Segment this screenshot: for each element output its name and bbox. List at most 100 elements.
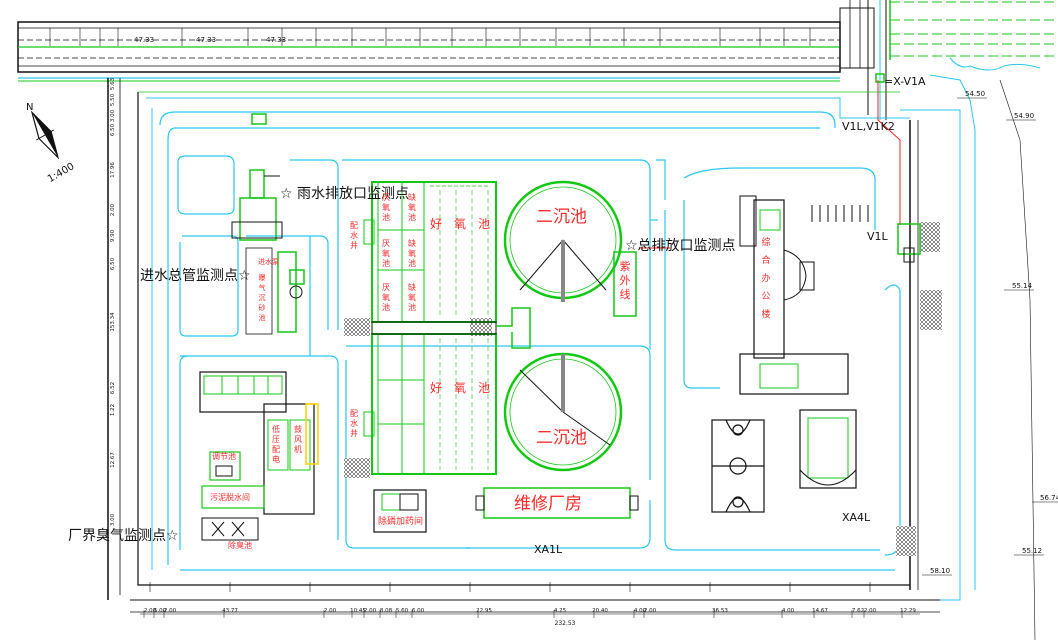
vlabel-grit-chamber-2: 沉 bbox=[259, 294, 266, 302]
monitor-point-inlet: 进水总管监测点☆ bbox=[140, 268, 251, 284]
dim-value: 8.08 bbox=[380, 608, 393, 614]
vlabel-grit-chamber-4: 池 bbox=[259, 313, 266, 322]
vlabel-blower-0: 鼓 bbox=[294, 424, 302, 434]
aerobic-tank-top-label: 好 氧 池 bbox=[430, 217, 490, 231]
road-station-2: 47.33 bbox=[266, 36, 286, 44]
secondary-clarifier-top bbox=[503, 180, 623, 302]
dim-value: 2.00 bbox=[164, 608, 177, 614]
vlabel-distribution-top-0: 配 bbox=[350, 221, 358, 230]
dim-value: 2.00 bbox=[364, 608, 377, 614]
left-dim-value: 3.00 bbox=[110, 109, 116, 122]
road-station-3: 47.33 bbox=[134, 36, 154, 44]
vlabel-distribution-top-1: 水 bbox=[350, 230, 358, 240]
elevation-value: 54.90 bbox=[1014, 112, 1034, 120]
vlabel-blower-1: 风 bbox=[294, 435, 302, 444]
vlabel-blower-2: 机 bbox=[294, 444, 302, 454]
external-pipes bbox=[839, 0, 1058, 640]
monitor-point-odor: 厂界臭气监测点☆ bbox=[68, 528, 179, 544]
valve-v1a-label: =X-V1A bbox=[884, 75, 926, 88]
sludge-pump-house bbox=[496, 307, 531, 349]
clarifier-bottom-label: 二沉池 bbox=[536, 428, 587, 448]
vlabel-transformer-0: 低 bbox=[272, 424, 280, 434]
left-dim-value: 1.22 bbox=[110, 404, 116, 416]
vlabel-anoxic-tl-2: 池 bbox=[408, 212, 416, 222]
elevation-value: 56.74 bbox=[1040, 494, 1058, 502]
vlabel-office-0: 综 bbox=[761, 236, 770, 248]
parking bbox=[811, 205, 869, 222]
dosing-room-block bbox=[373, 489, 427, 533]
inlet-works bbox=[231, 169, 305, 335]
vlabel-transformer-2: 配 bbox=[272, 445, 280, 454]
vlabel-grit-chamber-3: 砂 bbox=[259, 303, 266, 312]
valve-v1l-v1k2-label: V1L,V1K2 bbox=[842, 120, 895, 133]
left-dim-value: 2.00 bbox=[110, 203, 116, 216]
left-dim-value: 6.50 bbox=[110, 257, 116, 270]
section-xa1l-label: XA1L bbox=[534, 543, 563, 556]
dim-value: 43.77 bbox=[222, 608, 238, 614]
left-dim-value: 5.50 bbox=[110, 93, 116, 106]
vlabel-anaerobic-bl-1: 氧 bbox=[382, 292, 390, 302]
left-dim-value: 9.90 bbox=[110, 229, 116, 242]
dosing-room-label: 除磷加药间 bbox=[378, 515, 423, 527]
vlabel-anaerobic-tl-2: 池 bbox=[382, 212, 390, 222]
vlabel-anoxic-tl-0: 缺 bbox=[408, 192, 416, 202]
vlabel-uv-line-0: 紫 bbox=[620, 260, 631, 273]
dim-value: 20.40 bbox=[592, 608, 608, 614]
site-boundary bbox=[107, 78, 961, 613]
dim-value: 7.62 bbox=[852, 608, 864, 614]
left-dim-value: 5.63 bbox=[110, 77, 116, 90]
elevation-value: 58.10 bbox=[930, 567, 950, 575]
dim-value: 12.29 bbox=[900, 608, 916, 614]
dim-value: 2.00 bbox=[144, 608, 157, 614]
dim-value: 6.00 bbox=[412, 608, 425, 614]
dim-value: 2.00 bbox=[324, 608, 337, 614]
vlabel-anaerobic-tl-1: 氧 bbox=[382, 202, 390, 212]
vlabel-transformer-3: 电 bbox=[272, 454, 280, 464]
dim-value: 22.95 bbox=[476, 608, 492, 614]
left-dim-value: 6.50 bbox=[110, 123, 116, 136]
sludge-dewatering-label: 污泥脱水间 bbox=[210, 492, 250, 502]
vlabel-distribution-top-2: 井 bbox=[350, 240, 358, 250]
monitor-point-rain: ☆ 雨水排放口监测点 bbox=[280, 186, 409, 202]
vlabel-anoxic-bl-0: 缺 bbox=[408, 282, 416, 292]
total-width-dimension: 232.53 bbox=[555, 620, 576, 627]
vlabel-anaerobic-bl-2: 池 bbox=[382, 302, 390, 312]
vlabel-anaerobic-tl-0: 厌 bbox=[382, 193, 390, 202]
left-dimensions: 5.635.503.006.5017.962.009.906.50153.346… bbox=[110, 77, 116, 526]
dim-value: 2.00 bbox=[864, 608, 877, 614]
drawing-scale: 1:400 bbox=[46, 161, 76, 185]
bioreactor-channel bbox=[371, 321, 497, 335]
left-dim-value: 17.96 bbox=[110, 162, 116, 178]
dim-value: 4.00 bbox=[782, 608, 795, 614]
left-dim-value: 12.67 bbox=[110, 452, 116, 468]
vlabel-office-4: 楼 bbox=[761, 308, 770, 320]
basketball-court bbox=[711, 419, 765, 513]
north-letter: N bbox=[26, 102, 33, 113]
office-block bbox=[739, 195, 857, 489]
secondary-clarifier-bottom bbox=[503, 352, 623, 472]
vlabel-anaerobic-bl-0: 厌 bbox=[382, 283, 390, 292]
vlabel-distribution-bottom-1: 水 bbox=[350, 418, 358, 428]
vlabel-anaerobic-ml-1: 氧 bbox=[382, 248, 390, 258]
left-dim-value: 153.34 bbox=[110, 312, 116, 332]
left-bottom-buildings bbox=[199, 371, 319, 541]
valve-v1l-label: V1L bbox=[867, 230, 889, 243]
section-xa4l-label: XA4L bbox=[842, 511, 871, 524]
vertical-labels: 紫外线综合办公楼配水井配水井厌氧池缺氧池厌氧池缺氧池厌氧池缺氧池曝气沉砂池低压配… bbox=[259, 192, 771, 464]
vlabel-office-3: 公 bbox=[761, 291, 770, 302]
inlet-pump-label: 进水泵 bbox=[258, 257, 279, 266]
elevation-value: 55.12 bbox=[1022, 547, 1042, 555]
vlabel-anaerobic-ml-2: 池 bbox=[382, 258, 390, 268]
road-station-1: 47.33 bbox=[196, 36, 216, 44]
dim-value: 10.45 bbox=[350, 608, 366, 614]
left-dim-value: 6.52 bbox=[110, 382, 116, 394]
regulating-tank-label: 调节池 bbox=[212, 451, 236, 461]
clarifier-top-label: 二沉池 bbox=[536, 207, 587, 227]
outfall-pipe bbox=[251, 80, 921, 263]
dim-value: 4.25 bbox=[554, 608, 567, 614]
vlabel-grit-chamber-0: 曝 bbox=[259, 274, 266, 282]
internal-roads bbox=[159, 111, 901, 571]
